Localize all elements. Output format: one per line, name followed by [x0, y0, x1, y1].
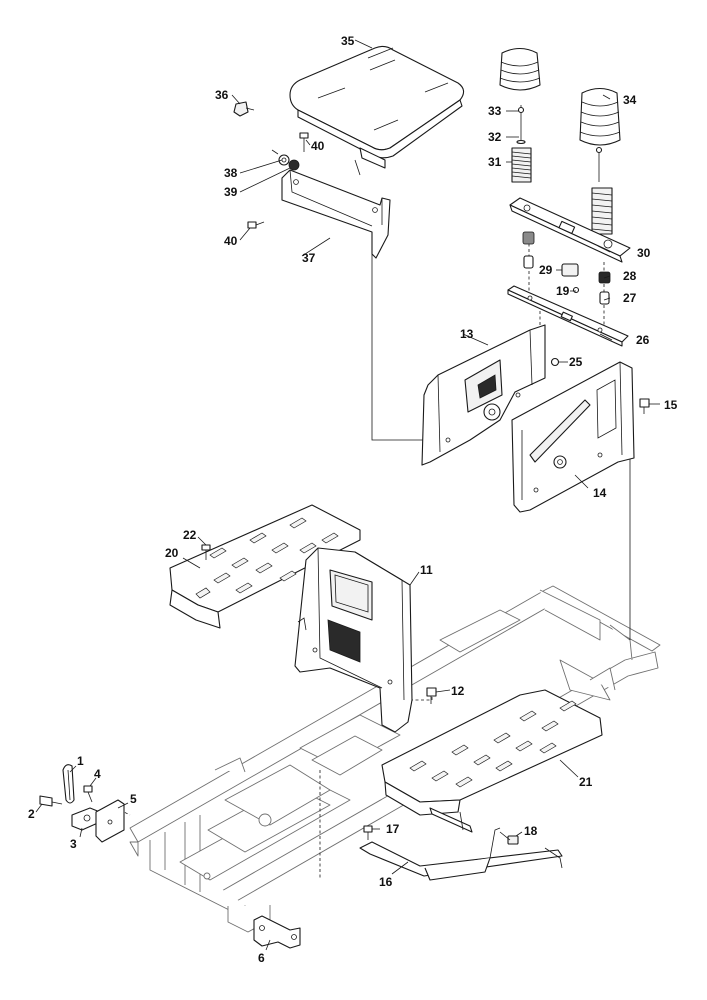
callout-34: 34: [623, 93, 637, 107]
bolt-15: [639, 398, 650, 414]
callout-labels: 35 36 40 38 39 40 37 33 32 31 34 30 29 1…: [28, 34, 678, 965]
callout-40-lower: 40: [224, 234, 238, 248]
callout-39: 39: [224, 185, 238, 199]
callout-14: 14: [593, 486, 607, 500]
bolts-40: [247, 132, 309, 229]
seat-base-plate: [289, 45, 465, 176]
side-panel-14: [511, 361, 635, 513]
callout-32: 32: [488, 130, 502, 144]
callout-26: 26: [636, 333, 650, 347]
callout-35: 35: [341, 34, 355, 48]
left-footboard: [169, 504, 361, 629]
callout-3: 3: [70, 837, 77, 851]
callout-40-upper: 40: [311, 139, 325, 153]
left-cluster: [39, 764, 125, 843]
callout-5: 5: [130, 792, 137, 806]
slide-rail: [507, 285, 629, 347]
callout-33: 33: [488, 104, 502, 118]
callout-13: 13: [460, 327, 474, 341]
springs-pins: [511, 105, 613, 235]
seat-mount-panel-13: [421, 324, 546, 466]
callout-1: 1: [77, 754, 84, 768]
callout-6: 6: [258, 951, 265, 965]
small-components: [522, 231, 611, 367]
linkage-bar: [359, 807, 563, 881]
callout-38: 38: [224, 166, 238, 180]
callout-16: 16: [379, 875, 393, 889]
callout-27: 27: [623, 291, 637, 305]
seat-bracket: [281, 169, 391, 259]
callout-20: 20: [165, 546, 179, 560]
callout-18: 18: [524, 824, 538, 838]
suspension-plate: [509, 197, 631, 263]
parts-38-39: [271, 149, 300, 171]
leader-lines: [35, 39, 660, 951]
callout-12: 12: [451, 684, 465, 698]
callout-2: 2: [28, 807, 35, 821]
callout-19: 19: [556, 284, 570, 298]
knob-36: [233, 101, 255, 117]
callout-36: 36: [215, 88, 229, 102]
bellows: [499, 47, 621, 146]
callout-28: 28: [623, 269, 637, 283]
callout-31: 31: [488, 155, 502, 169]
callout-30: 30: [637, 246, 651, 260]
callout-17: 17: [386, 822, 400, 836]
callout-4: 4: [94, 767, 101, 781]
callout-15: 15: [664, 398, 678, 412]
callout-29: 29: [539, 263, 553, 277]
bracket-6: [253, 915, 301, 949]
bolt-12: [426, 687, 437, 704]
centre-tower: [294, 547, 413, 733]
callout-22: 22: [183, 528, 197, 542]
callout-11: 11: [420, 563, 433, 577]
right-footboard: [381, 689, 603, 816]
callout-25: 25: [569, 355, 583, 369]
callout-37: 37: [302, 251, 316, 265]
callout-21: 21: [579, 775, 593, 789]
